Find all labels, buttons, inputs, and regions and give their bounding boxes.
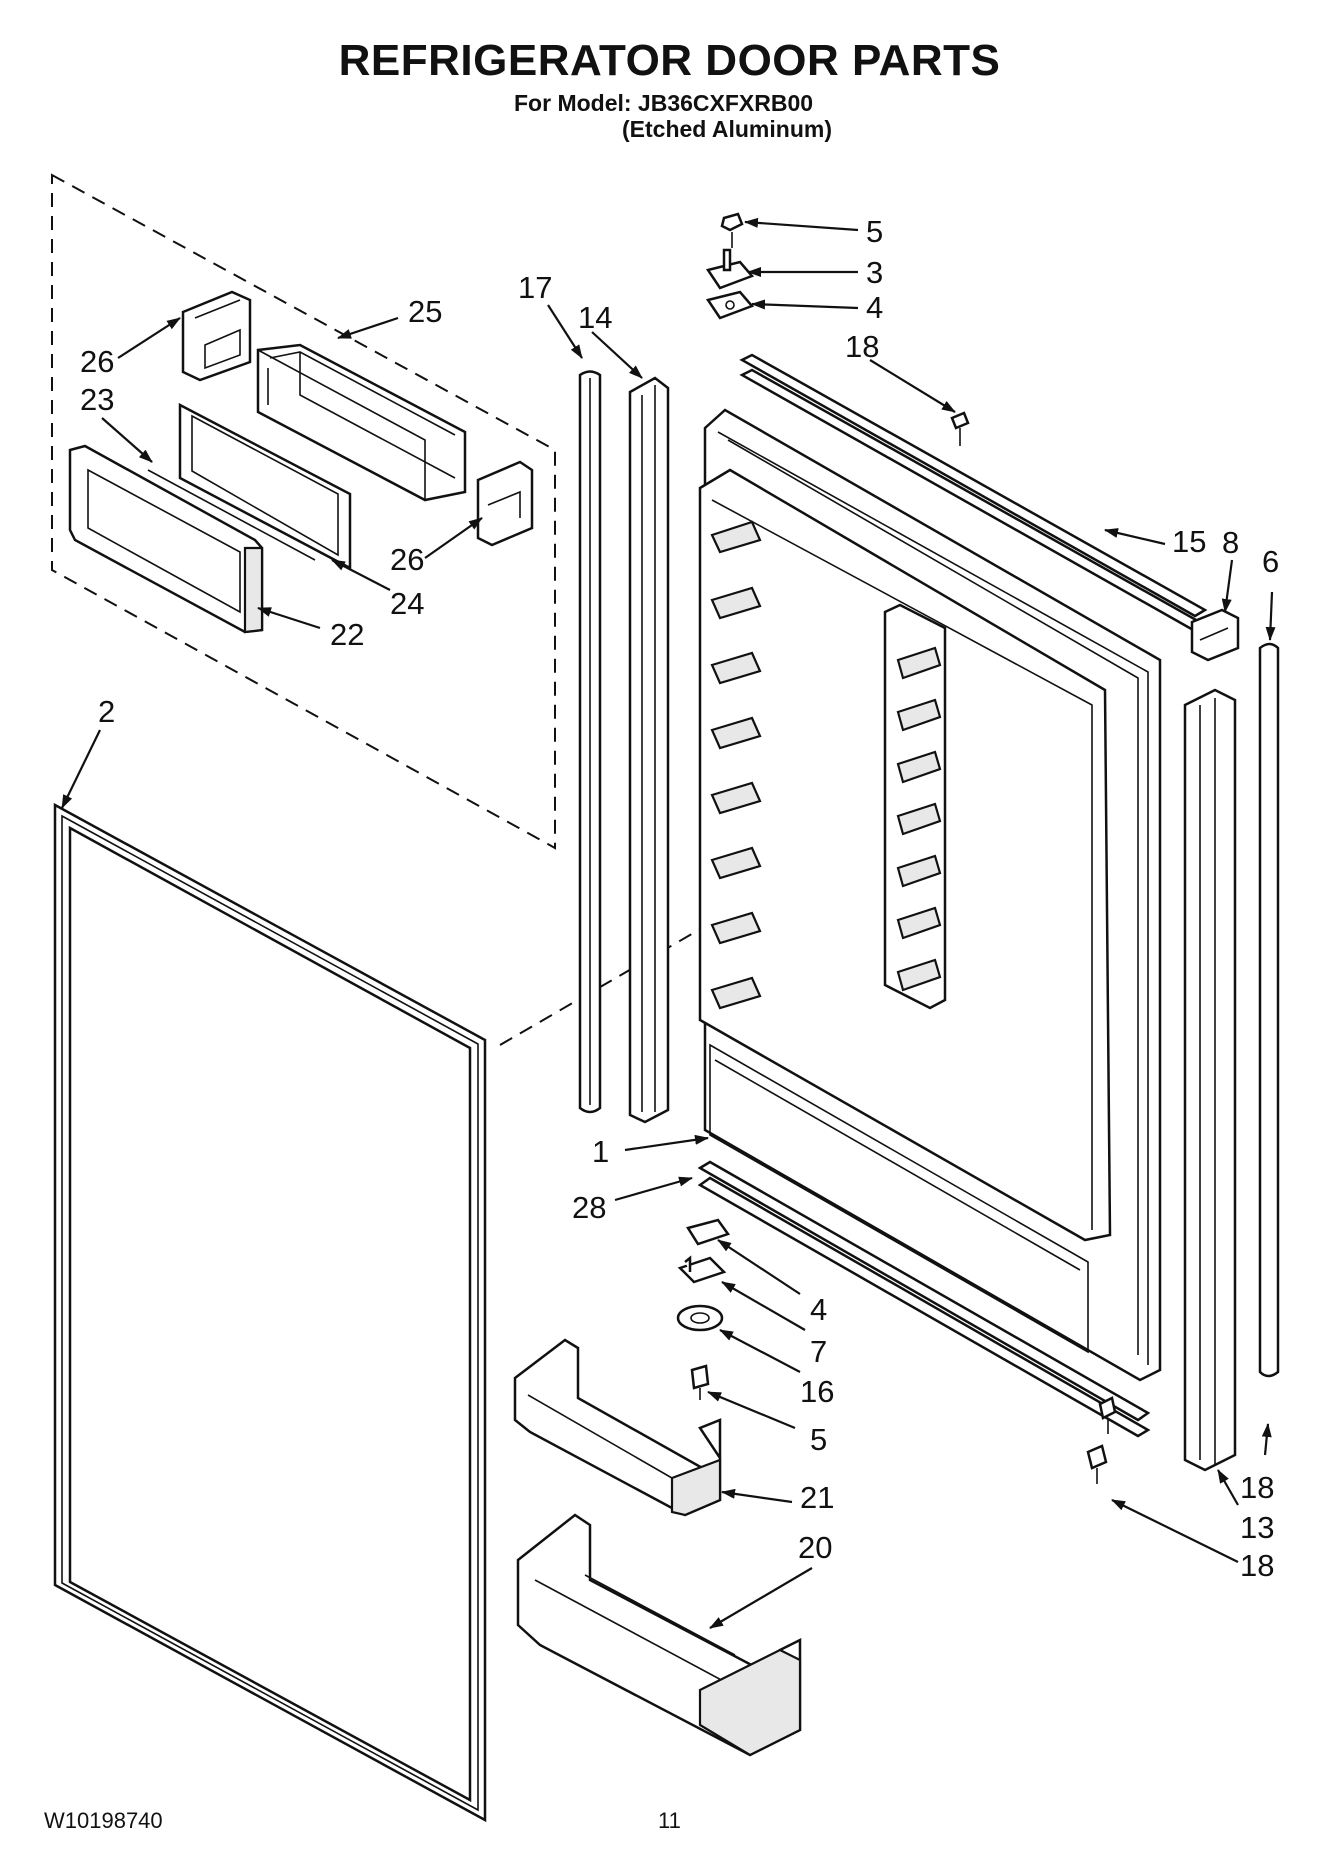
- part-23-strip: [147, 469, 316, 561]
- callout-25: 25: [408, 294, 442, 329]
- callout-4-top: 4: [866, 290, 883, 325]
- callout-22: 22: [330, 617, 364, 652]
- part-24-glass-frame: [178, 402, 352, 571]
- callout-8: 8: [1222, 525, 1239, 560]
- finish-line: (Etched Aluminum): [622, 116, 832, 142]
- part-6-side-strip: [1258, 642, 1280, 1378]
- callout-21: 21: [800, 1480, 834, 1515]
- callout-1: 1: [592, 1134, 609, 1169]
- page-title: REFRIGERATOR DOOR PARTS: [338, 36, 1001, 85]
- part-28-bottom-trim: [697, 1160, 1151, 1438]
- callout-23: 23: [80, 382, 114, 417]
- part-8-hinge-cover: [1190, 608, 1240, 662]
- part-14-channel: [628, 376, 670, 1124]
- callout-18-bottom: 18: [1240, 1548, 1274, 1583]
- callout-3: 3: [866, 255, 883, 290]
- part-20-door-bin: [516, 1513, 802, 1757]
- callout-15: 15: [1172, 524, 1206, 559]
- callout-28: 28: [572, 1190, 606, 1225]
- callout-13: 13: [1240, 1510, 1274, 1545]
- callout-24: 24: [390, 586, 424, 621]
- part-25-crisper-pan: [256, 343, 467, 502]
- model-line: For Model: JB36CXFXRB00: [514, 90, 814, 116]
- callout-5-top: 5: [866, 214, 883, 249]
- callout-20: 20: [798, 1530, 832, 1565]
- callout-6: 6: [1262, 544, 1279, 579]
- part-17-trim: [578, 370, 602, 1114]
- crisper-assembly-boundary: [51, 173, 556, 850]
- part-21-door-shelf: [513, 1338, 722, 1517]
- callout-18-top: 18: [845, 329, 879, 364]
- page-number: 11: [658, 1808, 681, 1833]
- part-13-side-trim: [1183, 688, 1237, 1472]
- part-15-top-trim: [739, 353, 1208, 633]
- callout-26-lower: 26: [390, 542, 424, 577]
- part-26-lower-bracket: [476, 460, 534, 547]
- callout-16: 16: [800, 1374, 834, 1409]
- callout-7: 7: [810, 1334, 827, 1369]
- callout-14: 14: [578, 300, 612, 335]
- callout-4-bottom: 4: [810, 1292, 827, 1327]
- part-2-gasket: [53, 802, 487, 1823]
- leader-lines: [61, 217, 1276, 1629]
- part-26-upper-bracket: [181, 290, 252, 382]
- callout-18-right: 18: [1240, 1470, 1274, 1505]
- callout-labels: 5 3 4 18 17 14 25 26 23 26 24 22 15 8 6 …: [80, 214, 1279, 1583]
- callout-26-upper: 26: [80, 344, 114, 379]
- callout-17: 17: [518, 270, 552, 305]
- part-1-door-liner: [698, 408, 1162, 1382]
- callout-5-bottom: 5: [810, 1422, 827, 1457]
- bottom-hinge-hardware: [676, 1218, 1117, 1484]
- document-number: W10198740: [44, 1808, 163, 1833]
- callout-2: 2: [98, 694, 115, 729]
